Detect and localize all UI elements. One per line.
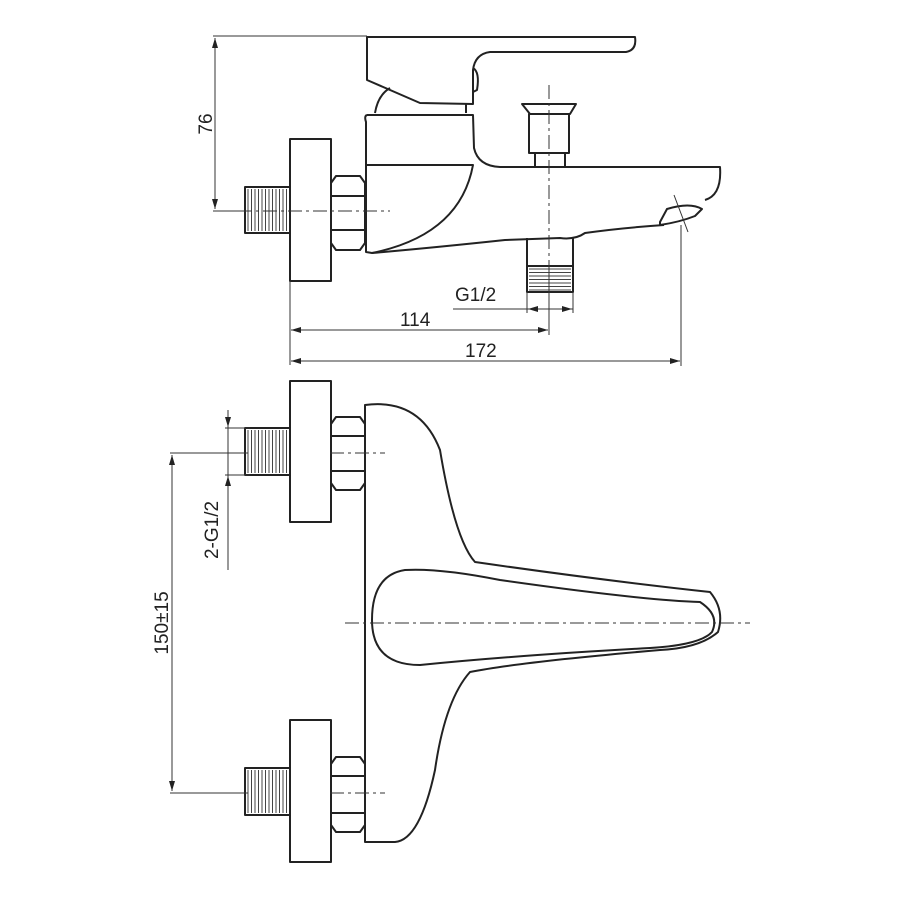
inlet-thread-lower bbox=[244, 767, 291, 816]
aerator bbox=[659, 204, 703, 226]
dim-inlet-spacing-label: 150±15 bbox=[152, 591, 173, 654]
hex-nut bbox=[330, 175, 366, 251]
front-view: 150±15 2-G1/2 bbox=[152, 380, 750, 863]
dim-inlet-threads-label: 2-G1/2 bbox=[202, 501, 223, 559]
hex-nut-lower bbox=[330, 756, 366, 833]
wall-flange-upper bbox=[289, 380, 332, 523]
side-view: 76 G1/2 114 172 bbox=[196, 35, 722, 366]
dim-total-length-label: 172 bbox=[465, 341, 497, 362]
dim-height-label: 76 bbox=[196, 113, 217, 134]
inlet-thread-upper bbox=[244, 427, 291, 476]
mixer-body-front bbox=[364, 403, 722, 843]
mixer-body bbox=[364, 114, 722, 254]
handle-front bbox=[371, 568, 716, 666]
handle-pin bbox=[472, 67, 479, 93]
handle-lever bbox=[366, 36, 637, 105]
wall-flange-lower bbox=[289, 719, 332, 863]
bottom-outlet-thread bbox=[526, 238, 574, 293]
cartridge-dome bbox=[374, 87, 391, 114]
inlet-thread bbox=[244, 186, 291, 234]
hex-nut-upper bbox=[330, 416, 366, 491]
dim-outlet-distance-label: 114 bbox=[400, 310, 431, 331]
wall-flange bbox=[289, 138, 332, 282]
dim-outlet-thread-label: G1/2 bbox=[455, 285, 496, 306]
